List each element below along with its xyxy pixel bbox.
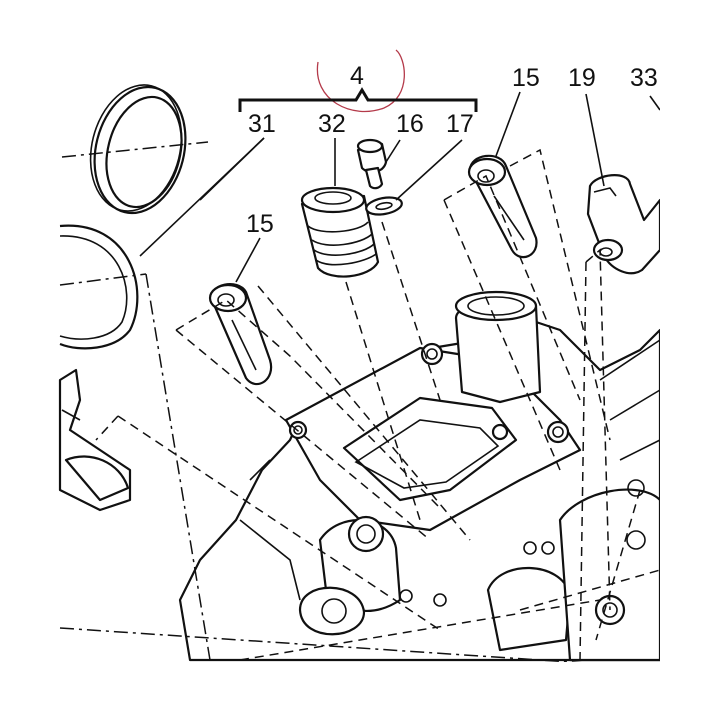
- frame-mask-right: [660, 0, 720, 720]
- callout-19: 19: [568, 64, 596, 92]
- frame-mask-left: [0, 0, 58, 720]
- callout-32: 32: [318, 110, 346, 138]
- callout-31: 31: [248, 110, 276, 138]
- callout-15-left: 15: [246, 210, 274, 238]
- callout-15-right: 15: [512, 64, 540, 92]
- rocker-arm-left: [208, 283, 273, 386]
- callout-16: 16: [396, 110, 424, 138]
- callout-17: 17: [446, 110, 474, 138]
- rocker-arm-right: [467, 154, 538, 259]
- frame-mask-bottom: [0, 662, 720, 720]
- rocker-arm-far: [586, 174, 662, 275]
- side-bracket-partial: [58, 368, 132, 512]
- hex-bolt: [356, 138, 388, 190]
- callout-33: 33: [630, 64, 658, 92]
- threaded-sleeve: [300, 186, 380, 278]
- washer: [365, 196, 403, 216]
- cylinder-head-casting: [178, 290, 662, 662]
- seal-ring-lower: [59, 224, 139, 350]
- assembly-bracket: [238, 87, 478, 112]
- callout-assembly-4: 4: [350, 62, 364, 90]
- leader-lines: [139, 91, 661, 283]
- review-circle-mark: [316, 49, 405, 113]
- alignment-lines: [59, 141, 661, 669]
- seal-ring-upper: [89, 84, 187, 215]
